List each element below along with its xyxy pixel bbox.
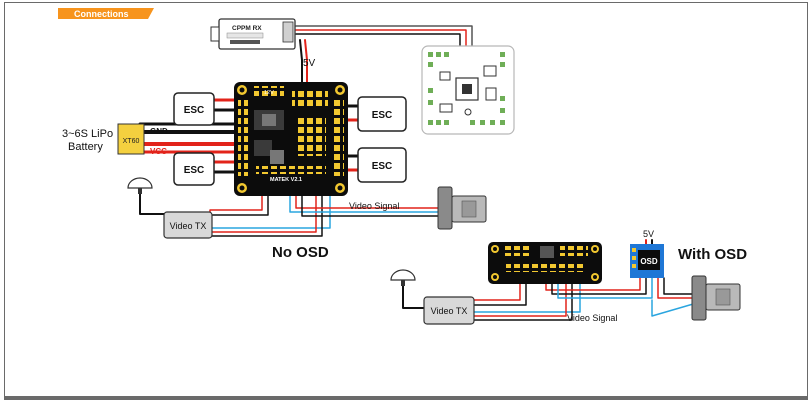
- esc-left-bottom: ESC: [173, 152, 215, 186]
- camera-no-osd: [437, 186, 487, 230]
- pdb-main: 12V MATEK V2.1: [234, 82, 348, 196]
- antenna-with-osd: [390, 269, 416, 286]
- section-title-no-osd: No OSD: [272, 244, 329, 261]
- pdb-name: MATEK V2.1: [270, 177, 302, 183]
- xt60-label: XT60: [123, 138, 140, 145]
- osd-module: OSD: [630, 244, 664, 278]
- image-frame: [4, 2, 808, 400]
- esc-right-bottom: ESC: [357, 147, 407, 183]
- battery-label-line1: 3~6S LiPo: [62, 128, 113, 140]
- receiver-label: CPPM RX: [232, 25, 262, 32]
- osd-label: OSD: [640, 257, 658, 266]
- receiver-module: CPPM RX: [210, 18, 296, 50]
- vcc-label: VCC: [150, 147, 167, 156]
- esc-left-top: ESC: [173, 92, 215, 126]
- video-signal-label-with-osd: Video Signal: [567, 313, 617, 323]
- header-title: Connections: [74, 9, 129, 19]
- xt60-connector: XT60: [117, 123, 145, 155]
- video-tx-label: Video TX: [431, 306, 468, 316]
- pdb-rail-label: 12V: [264, 90, 274, 96]
- esc-label: ESC: [372, 110, 393, 121]
- header-banner: Connections: [58, 8, 154, 19]
- video-signal-label-no-osd: Video Signal: [349, 201, 399, 211]
- osd-voltage-label: 5V: [643, 229, 654, 239]
- battery-label-line2: Battery: [68, 141, 103, 153]
- camera-with-osd: [691, 275, 741, 321]
- antenna-no-osd: [127, 177, 153, 194]
- video-tx-no-osd: Video TX: [163, 211, 213, 239]
- esc-right-top: ESC: [357, 96, 407, 132]
- video-tx-label: Video TX: [170, 221, 207, 231]
- gnd-label: GND: [150, 127, 168, 136]
- flight-controller: [421, 45, 515, 135]
- pdb-secondary: [488, 242, 602, 284]
- video-tx-with-osd: Video TX: [423, 296, 475, 325]
- esc-label: ESC: [184, 105, 205, 116]
- wires: [138, 25, 701, 321]
- esc-label: ESC: [184, 165, 205, 176]
- esc-label: ESC: [372, 161, 393, 172]
- rx-voltage-label: 5V: [303, 58, 316, 69]
- section-title-with-osd: With OSD: [678, 246, 747, 263]
